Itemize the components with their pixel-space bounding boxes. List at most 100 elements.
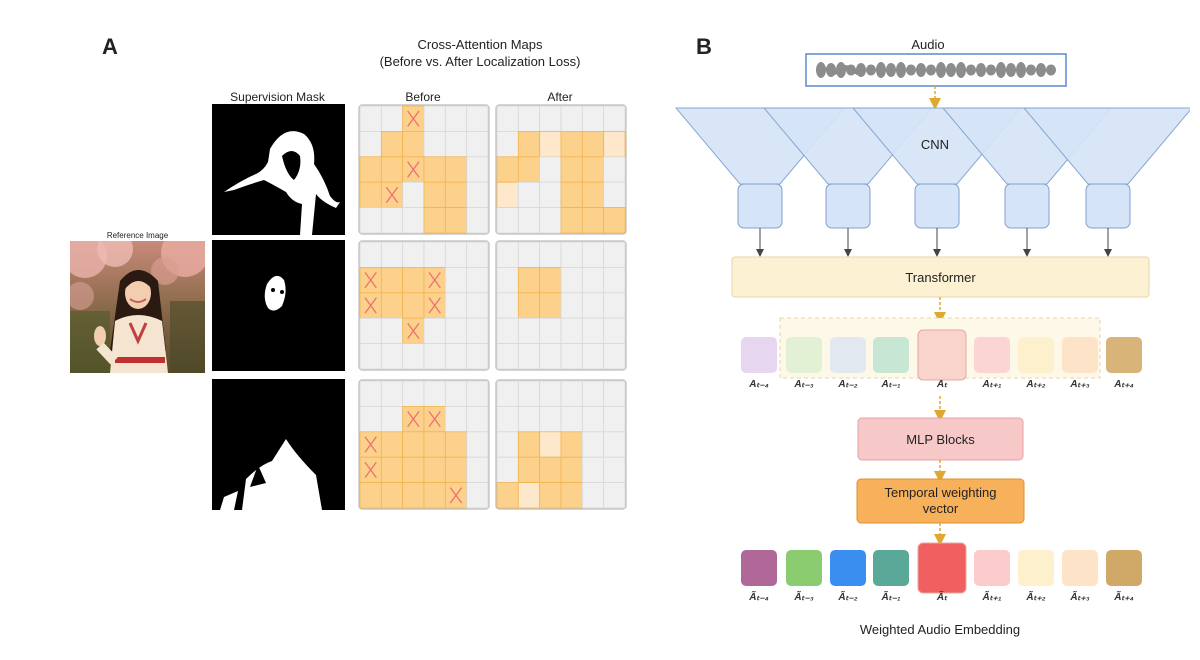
mlp-blocks-label: MLP Blocks [906, 431, 975, 447]
temporal-weighting-line1: Temporal weighting [884, 485, 997, 500]
token-box [917, 329, 967, 381]
grid-cell [496, 456, 519, 483]
grid-cell [517, 317, 541, 344]
panel-a-title-line2: (Before vs. After Localization Loss) [379, 54, 581, 69]
grid-cell [380, 380, 404, 407]
grid-cell [517, 343, 541, 370]
grid-cell [517, 181, 541, 208]
grid-cell [359, 482, 382, 509]
token-box [830, 337, 866, 373]
mask-hair [212, 104, 345, 235]
grid-cell [517, 292, 541, 319]
weighted-audio-embedding-label: Weighted Audio Embedding [859, 622, 1021, 637]
grid-cell [539, 130, 562, 158]
grid-cell [496, 343, 519, 370]
grid-cell [603, 343, 626, 370]
grid-cell [539, 105, 562, 132]
grid-cell [517, 482, 541, 509]
grid-cell [402, 380, 425, 407]
grid-cell [560, 241, 583, 268]
grid-cell [560, 380, 583, 407]
grid-cell [603, 482, 626, 509]
grid-cell [423, 105, 446, 132]
token-label: Ãₜ₋₂ [837, 590, 857, 603]
mismatch-mark [364, 461, 377, 478]
grid-cell [581, 207, 605, 234]
panel-a-title-line1: Cross-Attention Maps [417, 37, 543, 52]
panel-b-letter: B [696, 34, 712, 59]
grid-cell [444, 405, 468, 433]
grid-cell [359, 343, 382, 370]
grid-cell [539, 266, 562, 294]
token-label: Aₜ [936, 379, 948, 390]
token-box [873, 550, 909, 586]
grid-cell [517, 207, 541, 234]
grid-cell [539, 343, 562, 370]
grid-cell [402, 343, 425, 370]
grid-cell [423, 181, 446, 208]
grid-cell [496, 181, 519, 208]
grid-cell [423, 130, 446, 158]
audio-waveform-icon [816, 62, 1056, 78]
grid-cell [517, 405, 541, 433]
grid-cell [423, 456, 446, 483]
grid-cell [423, 482, 446, 509]
token-label: Ãₜ₊₄ [1113, 590, 1133, 603]
grid-cell [581, 405, 605, 433]
grid-cell [380, 266, 404, 294]
grid-cell [380, 343, 404, 370]
token-label: Ãₜ [936, 590, 948, 603]
grid-cell [466, 482, 489, 509]
grid-cell [496, 292, 519, 319]
grid-cell [539, 207, 562, 234]
transformer-label: Transformer [905, 269, 976, 285]
token-box [917, 542, 967, 594]
grid-cell [560, 431, 583, 458]
cnn-trapezoid [1022, 107, 1190, 185]
grid-cell [539, 456, 562, 483]
grid-cell [444, 181, 468, 208]
grid-cell [560, 207, 583, 234]
mismatch-mark [449, 487, 463, 504]
grid-cell [380, 431, 404, 458]
grid-cell [560, 156, 583, 183]
grid-cell [444, 130, 468, 158]
grid-cell [496, 207, 519, 234]
grid-cell [560, 105, 583, 132]
grid-cell [581, 482, 605, 509]
token-label: Aₜ₋₂ [837, 379, 857, 390]
token-label: Aₜ₊₁ [982, 379, 1002, 390]
grid-cell [380, 317, 404, 344]
grid-cell [466, 405, 489, 433]
grid-cell [581, 431, 605, 458]
attention-grid-body-before [358, 379, 490, 510]
grid-cell [603, 130, 626, 158]
grid-cell [560, 343, 583, 370]
grid-cell [402, 431, 425, 458]
mismatch-mark [385, 186, 399, 203]
grid-cell [466, 156, 489, 183]
grid-cell [444, 266, 468, 294]
grid-cell [496, 431, 519, 458]
panel-a-title: Cross-Attention Maps (Before vs. After L… [330, 36, 630, 70]
token-label: Ãₜ₋₄ [748, 590, 768, 603]
token-label: Aₜ₋₃ [793, 379, 813, 390]
grid-cell [581, 266, 605, 294]
grid-cell [517, 380, 541, 407]
mismatch-mark [407, 322, 420, 339]
mismatch-mark [428, 297, 441, 314]
grid-cell [496, 380, 519, 407]
grid-cell [560, 317, 583, 344]
grid-cell [581, 380, 605, 407]
grid-cell [496, 405, 519, 433]
grid-cell [359, 241, 382, 268]
token-label: Ãₜ₊₃ [1069, 590, 1089, 603]
grid-cell [539, 317, 562, 344]
cnn-output-block [737, 183, 783, 229]
grid-cell [581, 105, 605, 132]
mismatch-mark [407, 411, 420, 428]
grid-cell [581, 292, 605, 319]
grid-cell [539, 431, 562, 458]
